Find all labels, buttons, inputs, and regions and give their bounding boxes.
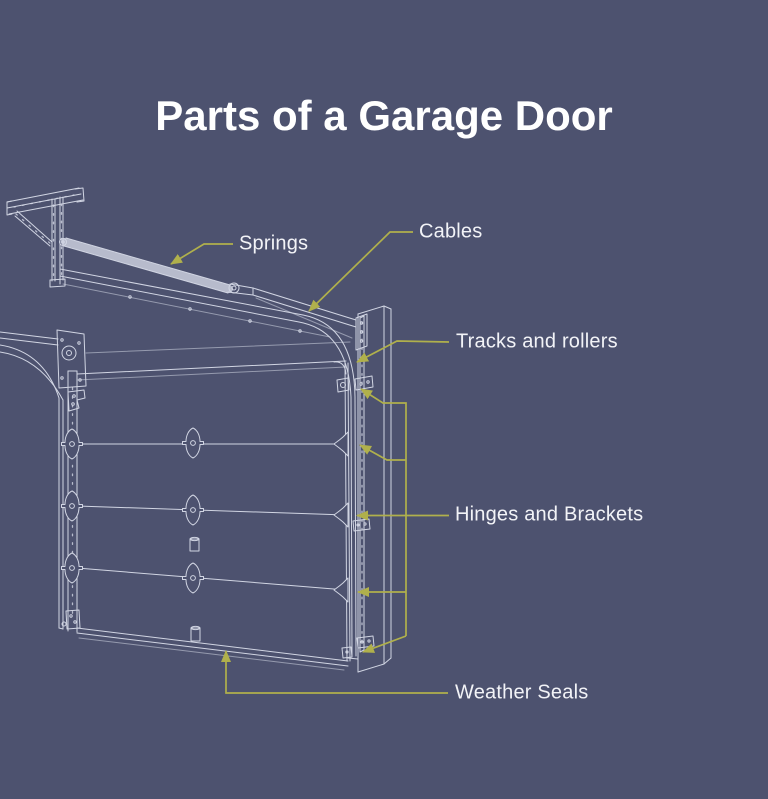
weather-seals-leader-line: [221, 650, 448, 694]
leader-lines: [170, 231, 450, 694]
pulley-wheel: [61, 345, 77, 361]
page-title: Parts of a Garage Door: [155, 92, 613, 139]
label-weather-seals: Weather Seals: [455, 681, 589, 704]
left-track-and-frame: [0, 329, 87, 630]
hinges: [61, 427, 349, 603]
cable-line: [255, 297, 353, 339]
door-illustration: [0, 187, 392, 673]
door-panels: [67, 341, 351, 671]
brackets-and-handles: [61, 375, 375, 659]
label-hinges-and-brackets: Hinges and Brackets: [455, 503, 644, 526]
panel-seam: [76, 505, 347, 516]
ceiling-bracket: [6, 187, 85, 288]
hinges-branch-line-2: [359, 444, 406, 461]
hinges-branch-line-4: [362, 635, 407, 653]
cables-leader-line: [308, 231, 413, 312]
spring-drawing: [59, 237, 357, 339]
tracks-leader-line: [356, 340, 450, 363]
label-cables: Cables: [419, 220, 483, 243]
lift-handle: [189, 538, 200, 552]
label-tracks-and-rollers: Tracks and rollers: [456, 330, 618, 353]
panel-seam: [76, 567, 347, 591]
springs-leader-line: [170, 243, 233, 265]
bottom-fixture: [190, 627, 201, 642]
hinges-bracket-line: [360, 388, 407, 636]
horizontal-track: [59, 268, 331, 338]
label-springs: Springs: [239, 232, 309, 255]
